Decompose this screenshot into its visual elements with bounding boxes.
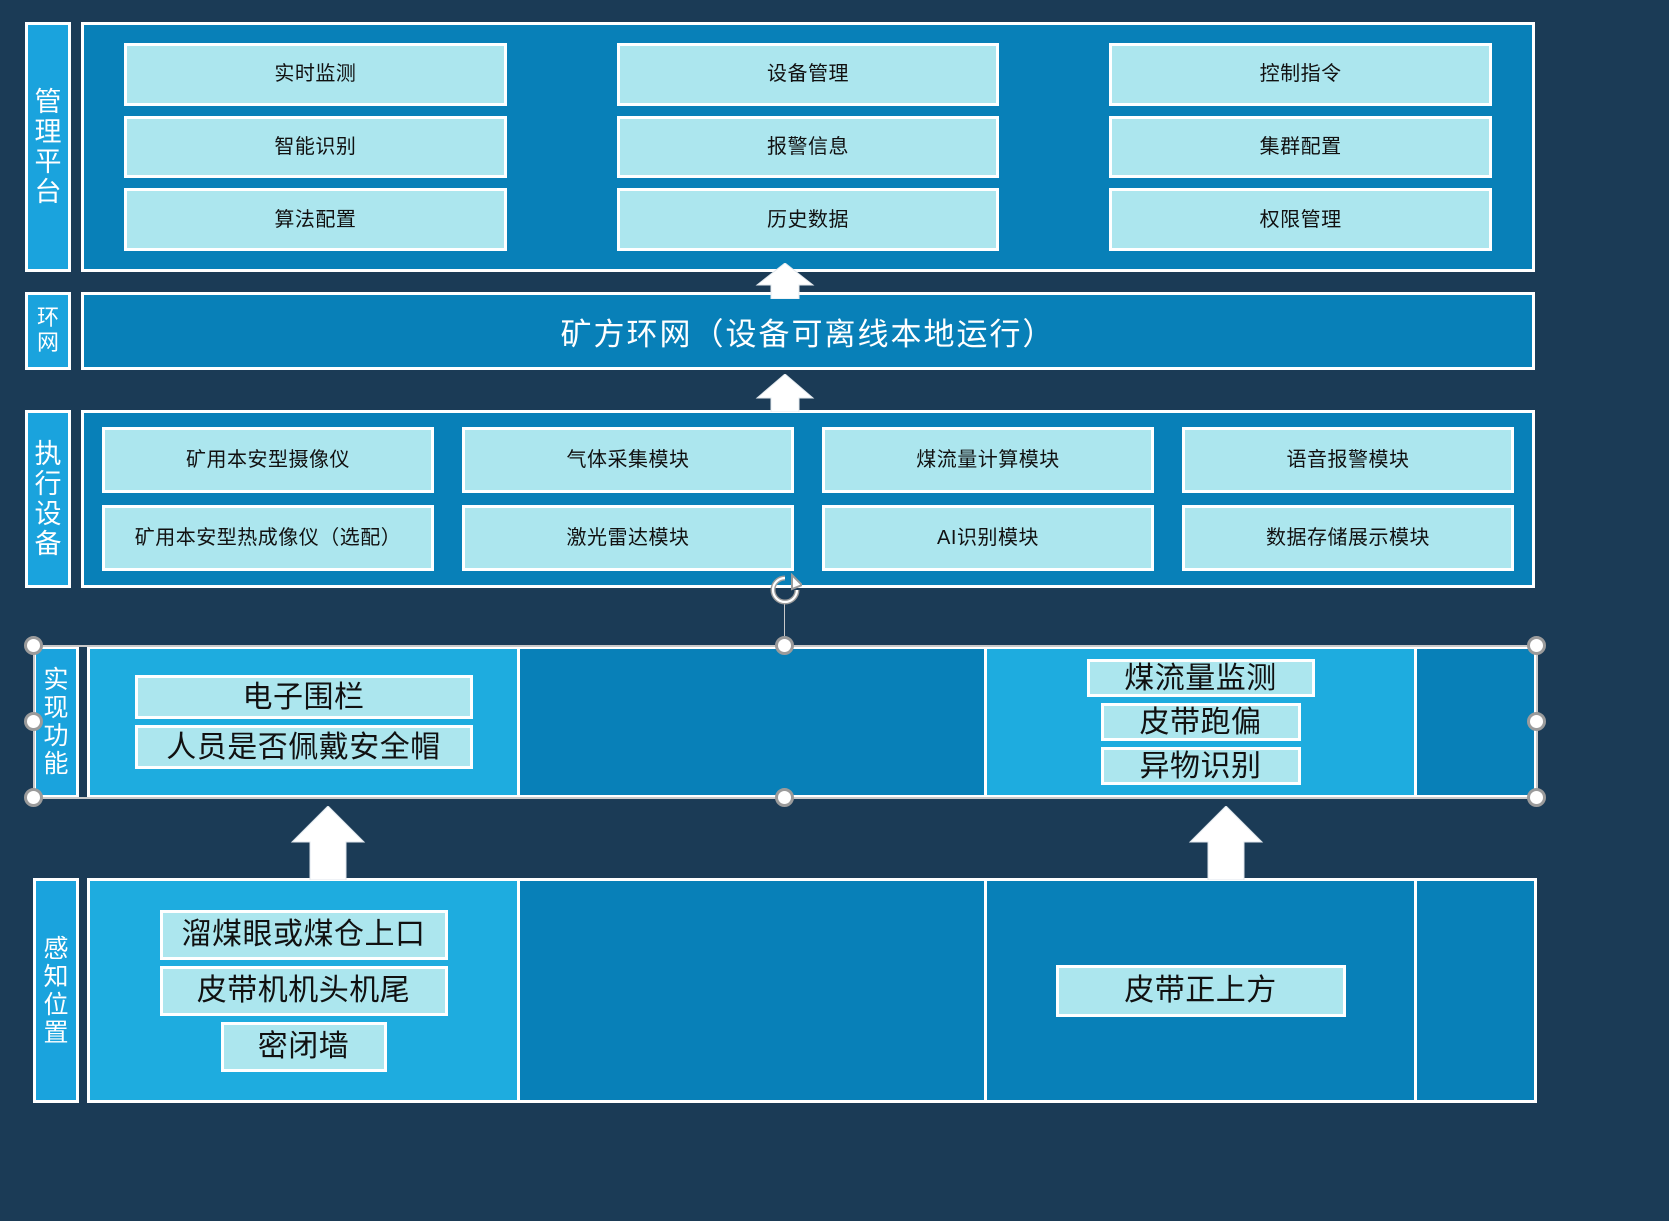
handle-middle-left[interactable] <box>24 712 43 731</box>
arrow-sensing-left-to-functions <box>288 806 368 880</box>
arrow-execution-to-network <box>755 374 815 412</box>
handle-middle-right[interactable] <box>1527 712 1546 731</box>
category-tab-execution-devices: 执行设备 <box>25 410 71 588</box>
category-char-glyph: 能 <box>43 750 69 778</box>
management-item-2[interactable]: 控制指令 <box>1109 43 1492 106</box>
band-execution-body: 矿用本安型摄像仪 气体采集模块 煤流量计算模块 语音报警模块 矿用本安型热成像仪… <box>81 410 1535 588</box>
category-char-glyph: 管 <box>34 86 62 117</box>
execution-item-grid: 矿用本安型摄像仪 气体采集模块 煤流量计算模块 语音报警模块 矿用本安型热成像仪… <box>102 427 1514 571</box>
sensing-column-2[interactable]: 皮带正上方 <box>987 881 1417 1100</box>
functions-column-2[interactable]: 煤流量监测 皮带跑偏 异物识别 <box>987 649 1417 795</box>
category-char: 执行设备 <box>35 439 62 560</box>
execution-item-3[interactable]: 语音报警模块 <box>1182 427 1514 493</box>
management-item-8[interactable]: 权限管理 <box>1109 188 1492 251</box>
category-char-glyph: 执 <box>34 438 62 469</box>
rotate-handle-stem <box>784 602 785 646</box>
category-char: 感知位置 <box>43 935 68 1047</box>
sensing-item-0-0[interactable]: 溜煤眼或煤仓上口 <box>159 909 448 960</box>
category-tab-implemented-functions: 实现功能 <box>33 646 79 798</box>
handle-bottom-left[interactable] <box>24 788 43 807</box>
band-management-platform[interactable]: 管理平台 实时监测 设备管理 控制指令 智能识别 报警信息 集群配置 算法配置 … <box>25 22 1535 272</box>
sensing-item-2-0[interactable]: 皮带正上方 <box>1055 964 1346 1017</box>
execution-item-7[interactable]: 数据存储展示模块 <box>1182 505 1514 571</box>
category-char: 实现功能 <box>43 666 68 778</box>
arrow-sensing-right-to-functions <box>1186 806 1266 880</box>
management-item-5[interactable]: 集群配置 <box>1109 115 1492 179</box>
functions-column-1[interactable] <box>520 649 987 795</box>
functions-item-2-2[interactable]: 异物识别 <box>1100 747 1301 785</box>
category-tab-sensing-locations: 感知位置 <box>33 878 79 1103</box>
category-char-glyph: 行 <box>34 468 62 499</box>
management-item-4[interactable]: 报警信息 <box>616 115 1000 179</box>
band-sensing-locations[interactable]: 感知位置 溜煤眼或煤仓上口 皮带机机头机尾 密闭墙 皮带正上方 <box>33 878 1537 1103</box>
functions-item-0-1[interactable]: 人员是否佩戴安全帽 <box>134 725 473 769</box>
band-functions-body: 电子围栏 人员是否佩戴安全帽 煤流量监测 皮带跑偏 异物识别 <box>87 646 1537 798</box>
management-item-grid: 实时监测 设备管理 控制指令 智能识别 报警信息 集群配置 算法配置 历史数据 … <box>124 43 1492 251</box>
band-management-body: 实时监测 设备管理 控制指令 智能识别 报警信息 集群配置 算法配置 历史数据 … <box>81 22 1535 272</box>
category-char-glyph: 功 <box>43 722 69 750</box>
category-char-glyph: 现 <box>43 694 69 722</box>
category-char-glyph: 位 <box>43 990 69 1019</box>
handle-top-center[interactable] <box>775 636 794 655</box>
functions-item-0-0[interactable]: 电子围栏 <box>134 675 473 719</box>
band-sensing-body: 溜煤眼或煤仓上口 皮带机机头机尾 密闭墙 皮带正上方 <box>87 878 1537 1103</box>
band-ring-network-body: 矿方环网（设备可离线本地运行） <box>81 292 1535 370</box>
category-char-glyph: 理 <box>34 116 62 147</box>
ring-network-label: 矿方环网（设备可离线本地运行） <box>560 316 1056 352</box>
category-char: 管理平台 <box>35 87 62 208</box>
category-char-glyph: 感 <box>43 934 69 963</box>
handle-bottom-right[interactable] <box>1527 788 1546 807</box>
category-char-glyph: 网 <box>36 330 59 355</box>
execution-item-4[interactable]: 矿用本安型热成像仪（选配） <box>102 505 434 571</box>
management-item-7[interactable]: 历史数据 <box>616 188 1000 251</box>
functions-column-0[interactable]: 电子围栏 人员是否佩戴安全帽 <box>90 649 520 795</box>
execution-item-1[interactable]: 气体采集模块 <box>462 427 794 493</box>
arrow-network-to-management <box>755 263 815 299</box>
category-char-glyph: 实 <box>43 666 69 694</box>
band-ring-network[interactable]: 环网 矿方环网（设备可离线本地运行） <box>25 292 1535 370</box>
category-char-glyph: 台 <box>34 177 62 208</box>
handle-top-right[interactable] <box>1527 636 1546 655</box>
functions-item-2-1[interactable]: 皮带跑偏 <box>1100 703 1301 741</box>
management-item-6[interactable]: 算法配置 <box>124 188 507 251</box>
category-char-glyph: 备 <box>34 529 62 560</box>
management-item-3[interactable]: 智能识别 <box>124 115 507 179</box>
handle-top-left[interactable] <box>24 636 43 655</box>
sensing-item-0-1[interactable]: 皮带机机头机尾 <box>159 965 448 1016</box>
category-char-glyph: 设 <box>34 499 62 529</box>
category-char-glyph: 置 <box>43 1018 69 1047</box>
functions-item-2-0[interactable]: 煤流量监测 <box>1086 659 1315 697</box>
category-char-glyph: 环 <box>36 305 59 331</box>
management-item-0[interactable]: 实时监测 <box>124 43 507 106</box>
category-char-glyph: 知 <box>43 962 69 991</box>
sensing-column-1[interactable] <box>520 881 987 1100</box>
band-execution-devices[interactable]: 执行设备 矿用本安型摄像仪 气体采集模块 煤流量计算模块 语音报警模块 矿用本安… <box>25 410 1535 588</box>
execution-item-0[interactable]: 矿用本安型摄像仪 <box>102 427 434 493</box>
rotate-handle-icon[interactable] <box>768 572 804 612</box>
category-char: 环网 <box>37 306 59 355</box>
sensing-column-0[interactable]: 溜煤眼或煤仓上口 皮带机机头机尾 密闭墙 <box>90 881 520 1100</box>
functions-column-3[interactable] <box>1417 649 1534 795</box>
category-tab-management-platform: 管理平台 <box>25 22 71 272</box>
category-char-glyph: 平 <box>34 147 62 177</box>
sensing-column-3[interactable] <box>1417 881 1534 1100</box>
management-item-1[interactable]: 设备管理 <box>616 43 1000 106</box>
handle-bottom-center[interactable] <box>775 788 794 807</box>
execution-item-6[interactable]: AI识别模块 <box>822 505 1154 571</box>
execution-item-5[interactable]: 激光雷达模块 <box>462 505 794 571</box>
sensing-item-0-2[interactable]: 密闭墙 <box>220 1021 387 1072</box>
execution-item-2[interactable]: 煤流量计算模块 <box>822 427 1154 493</box>
category-tab-ring-network: 环网 <box>25 292 71 370</box>
band-implemented-functions[interactable]: 实现功能 电子围栏 人员是否佩戴安全帽 煤流量监测 皮带跑偏 异物识别 <box>33 646 1537 798</box>
